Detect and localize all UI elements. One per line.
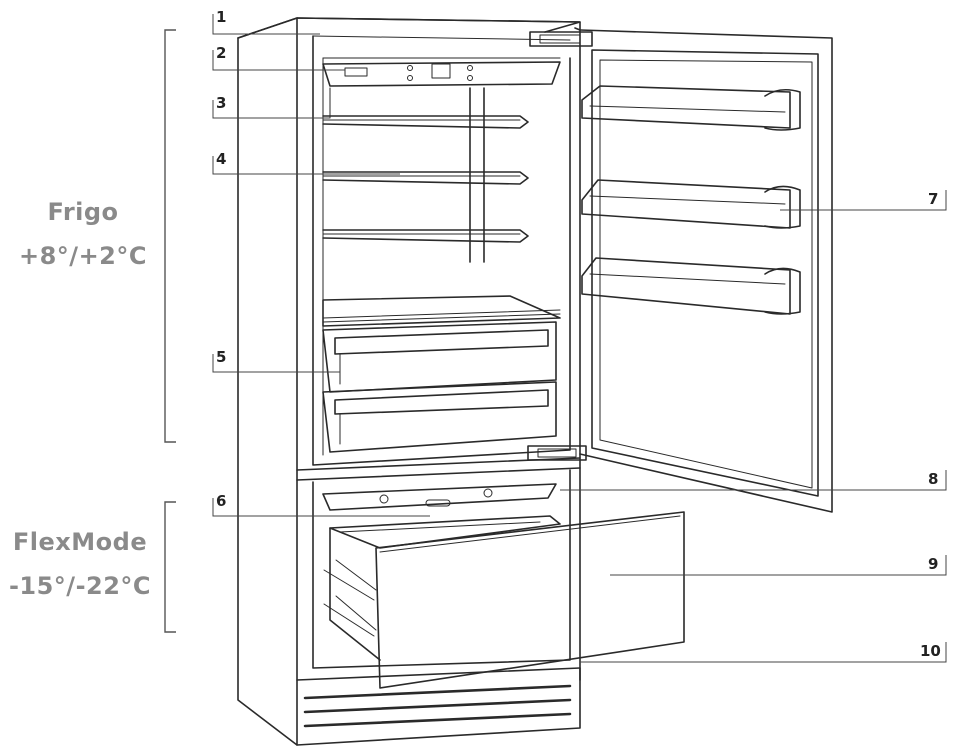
callout-6: 6 [212, 492, 430, 517]
door-bin-3 [581, 257, 801, 315]
callout-number: 2 [216, 44, 226, 62]
callout-number: 5 [216, 348, 226, 366]
callout-7: 7 [780, 190, 947, 211]
callout-number: 1 [216, 8, 226, 26]
glass-shelf-2 [322, 171, 529, 185]
zone-fridge-name: Frigo [47, 198, 119, 226]
glass-shelf-1 [322, 115, 529, 129]
freezer-drawer [323, 515, 561, 661]
door-bin-1 [581, 85, 801, 131]
callout-1: 1 [212, 8, 320, 35]
zone-bracket-fridge [164, 29, 176, 443]
zone-flexmode-name: FlexMode [12, 528, 148, 556]
callout-9: 9 [610, 555, 947, 576]
zone-fridge-range: +8°/+2°C [19, 242, 147, 270]
zone-label-flexmode: FlexMode -15°/-22°C [0, 520, 160, 608]
fridge-door [574, 27, 833, 513]
control-panel [322, 61, 561, 87]
callout-4: 4 [212, 150, 400, 175]
callout-number: 8 [928, 470, 938, 488]
callout-number: 7 [928, 190, 938, 208]
cabinet [237, 17, 581, 746]
crisper-drawer-1 [322, 321, 557, 393]
callout-number: 9 [928, 555, 938, 573]
crisper-cover [322, 295, 561, 327]
top-hinge [529, 31, 593, 47]
crisper-drawer-2 [322, 381, 557, 453]
callout-5: 5 [212, 348, 340, 373]
callout-3: 3 [212, 94, 330, 119]
callout-number: 6 [216, 492, 226, 510]
zone-flexmode-range: -15°/-22°C [8, 572, 152, 600]
callout-number: 4 [216, 150, 226, 168]
callout-number: 10 [920, 642, 941, 660]
door-bin-2 [581, 179, 801, 229]
callout-number: 3 [216, 94, 226, 112]
shelf-rail [329, 87, 485, 263]
callout-2: 2 [212, 44, 345, 71]
callout-10: 10 [580, 642, 947, 663]
freezer-controls [322, 483, 557, 511]
zone-label-fridge: Frigo +8°/+2°C [8, 190, 158, 278]
bottom-hinge [527, 445, 587, 461]
callout-8: 8 [560, 470, 947, 491]
zone-bracket-flexmode [164, 501, 176, 633]
glass-shelf-3 [322, 229, 529, 243]
freezer-drawer-front [375, 511, 685, 689]
